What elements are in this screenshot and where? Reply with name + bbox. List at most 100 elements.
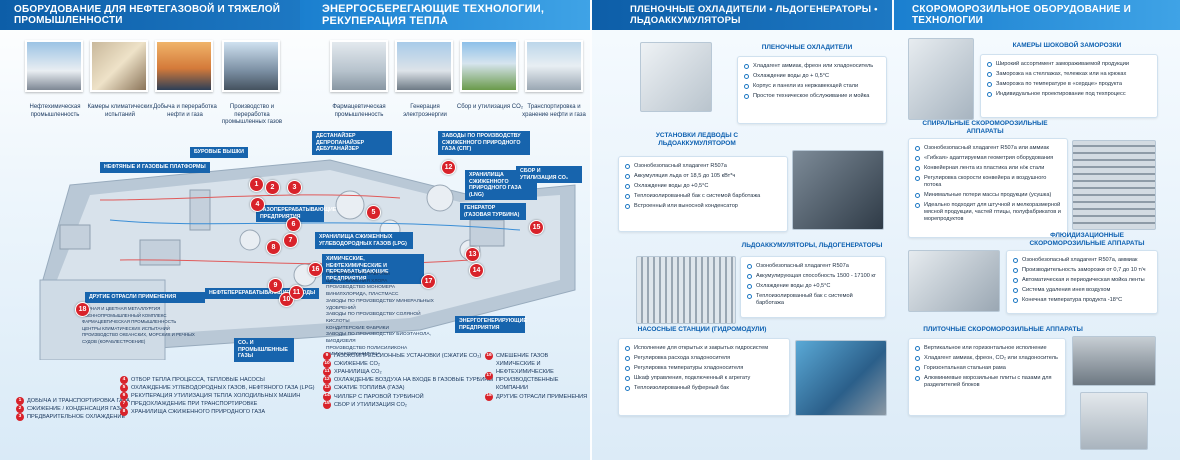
feature-item: Индивидуальное проектирование под техпро…: [987, 91, 1151, 98]
list-item: ВОЕННОПРОМЫШЛЕННЫЙ КОМПЛЕКС: [82, 312, 167, 318]
fluid-image: [908, 250, 1000, 312]
label-energy: ЭНЕРГОГЕНЕРИРУЮЩИЕ ПРЕДПРИЯТИЯ: [455, 316, 527, 334]
feature-item: Озонобезопасный хладагент R507а или амми…: [915, 145, 1061, 152]
section-title-spiral: СПИРАЛЬНЫЕ СКОРОМОРОЗИЛЬНЫЕ АППАРАТЫ: [922, 120, 1048, 136]
caption: Генерация электроэнергии: [403, 104, 447, 118]
marker-4: 4: [250, 197, 265, 212]
left-spread: ОБОРУДОВАНИЕ ДЛЯ НЕФТЕГАЗОВОЙ И ТЯЖЕЛОЙ …: [0, 0, 590, 460]
feature-item: Хладагент аммиак, фреон, CO₂ или хладоно…: [915, 355, 1059, 362]
feature-item: Озонобезопасный хладагент R507а: [625, 163, 781, 170]
section-title-shock: КАМЕРЫ ШОКОВОЙ ЗАМОРОЗКИ: [1012, 42, 1122, 49]
feature-item: Теплоизолированный бак с системой барбот…: [625, 193, 781, 200]
marker-6: 6: [286, 217, 301, 232]
feature-item: Аккумуляция льда от 18,5 до 105 кВт*ч: [625, 173, 781, 180]
fold-divider: [590, 0, 592, 460]
shock-features: Широкий ассортимент замораживаемой проду…: [980, 54, 1158, 118]
label-generator: ГЕНЕРАТОР (ГАЗОВАЯ ТУРБИНА): [460, 203, 526, 221]
section-title-ice-water: УСТАНОВКИ ЛЕДВОДЫ С ЛЬДОАККУМУЛЯТОРОМ: [655, 132, 739, 148]
header-freezing: СКОРОМОРОЗИЛЬНОЕ ОБОРУДОВАНИЕ И ТЕХНОЛОГ…: [894, 0, 1180, 30]
feature-item: Минимальные потери массы продукции (усуш…: [915, 192, 1061, 199]
marker-3: 3: [287, 180, 302, 195]
feature-item: Исполнение для открытых и закрытых гидро…: [625, 345, 783, 352]
plate-features: Вертикальное или горизонтальное исполнен…: [908, 338, 1066, 416]
feature-item: Теплоизолированный бак с системой барбот…: [747, 293, 879, 307]
plate-image-top: [1072, 336, 1156, 386]
feature-item: Заморозка на стеллажах, тележках или на …: [987, 71, 1151, 78]
header-coolers: ПЛЕНОЧНЫЕ ОХЛАДИТЕЛИ • ЛЬДОГЕНЕРАТОРЫ • …: [592, 0, 892, 30]
label-co2: СБОР И УТИЛИЗАЦИЯ CO₂: [516, 166, 582, 184]
feature-item: Широкий ассортимент замораживаемой проду…: [987, 61, 1151, 68]
marker-9: 9: [268, 278, 283, 293]
feature-item: Вертикальное или горизонтальное исполнен…: [915, 345, 1059, 352]
list-item: АММИАКОХРАНИЛИЩА: [326, 352, 381, 358]
feature-item: Конвейерная лента из пластика или н/ж ст…: [915, 165, 1061, 172]
section-title-pump: НАСОСНЫЕ СТАНЦИИ (ГИДРОМОДУЛИ): [637, 326, 767, 333]
marker-14: 14: [469, 263, 484, 278]
marker-7: 7: [283, 233, 298, 248]
caption: Фармацевтическая промышленность: [332, 104, 386, 118]
caption: Камеры климатических испытаний: [87, 104, 153, 118]
film-cooler-image: [640, 42, 712, 112]
list-item: ЗАВОДЫ ПО ПРОИЗВОДСТВУ БИОЭТАНОЛА, БИОДИ…: [326, 332, 431, 345]
label-deaerator: ДЕСТАНАЙЗЕР ДЕПРОПАНАЙЗЕР ДЕБУТАНАЙЗЕР: [312, 131, 392, 155]
list-item: КОНДИТЕРСКИЕ ФАБРИКИ: [326, 325, 389, 331]
feature-item: Озонобезопасный хладагент R507а, аммиак: [1013, 257, 1151, 264]
list-item: ЗАВОДЫ ПО ПРОИЗВОДСТВУ СОЛЯНОЙ КИСЛОТЫ: [326, 312, 421, 324]
thumb-petrochem: [25, 40, 83, 92]
list-item: ПАРФЮМЕРНЫЕ ФАБРИКИ: [326, 272, 390, 277]
thumb-transport: [525, 40, 583, 92]
list-item: ПРОИЗВОДСТВО МОНОМЕРА ВИНИЛХЛОРИДА, ПЛАС…: [326, 285, 399, 298]
feature-item: Горизонтальная стальная рама: [915, 365, 1059, 372]
header-energy: ЭНЕРГОСБЕРЕГАЮЩИЕ ТЕХНОЛОГИИ, РЕКУПЕРАЦИ…: [300, 0, 590, 30]
feature-item: Регулировка расхода хладоносителя: [625, 355, 783, 362]
feature-item: Озонобезопасный хладагент R507а: [747, 263, 879, 270]
shock-chamber-image: [908, 38, 974, 120]
caption: Нефтехимическая промышленность: [29, 104, 81, 118]
film-features: Хладагент аммиак, фреон или хладоносител…: [737, 56, 887, 124]
ice-water-features: Озонобезопасный хладагент R507а Аккумуля…: [618, 156, 788, 232]
feature-item: Регулировка скорости конвейера и воздушн…: [915, 175, 1061, 189]
label-lpg-storage: ХРАНИЛИЩА СЖИЖЕННЫХ УГЛЕВОДОРОДНЫХ ГАЗОВ…: [315, 232, 413, 250]
list-item: ПРОИЗВОДСТВО ОКЕАНСКИХ, МОРСКИХ И РЕЧНЫХ…: [82, 332, 195, 345]
ice-water-image: [792, 150, 884, 230]
right-spread: ПЛЕНОЧНЫЕ ОХЛАДИТЕЛИ • ЛЬДОГЕНЕРАТОРЫ • …: [592, 0, 1180, 460]
feature-item: Конечная температура продукта -18°С: [1013, 297, 1151, 304]
spiral-image: [1072, 140, 1156, 230]
feature-item: Алюминиевые морозильные плиты с пазами д…: [915, 375, 1059, 389]
section-title-film: ПЛЕНОЧНЫЕ ОХЛАДИТЕЛИ: [761, 44, 853, 51]
marker-8: 8: [266, 240, 281, 255]
label-lng-plant: ЗАВОДЫ ПО ПРОИЗВОДСТВУ СЖИЖЕННОГО ПРИРОД…: [438, 131, 530, 155]
pump-features: Исполнение для открытых и закрытых гидро…: [618, 338, 790, 416]
thumb-climate: [90, 40, 148, 92]
thumb-pharma: [330, 40, 388, 92]
header-oil-gas: ОБОРУДОВАНИЕ ДЛЯ НЕФТЕГАЗОВОЙ И ТЯЖЕЛОЙ …: [0, 0, 300, 30]
label-co2-gas: CO₂ И ПРОМЫШЛЕННЫЕ ГАЗЫ: [234, 338, 294, 362]
thumb-oil: [155, 40, 213, 92]
thumb-co2: [460, 40, 518, 92]
feature-item: Аккумулирующая способность 1500 - 17100 …: [747, 273, 879, 280]
list-item: ФАРМАЦЕВТИЧЕСКАЯ ПРОМЫШЛЕННОСТЬ: [82, 319, 177, 325]
feature-item: Охлаждение воды до + 0,5°С: [744, 73, 880, 80]
caption: Производство и переработка промышленных …: [221, 104, 283, 125]
label-drilling: БУРОВЫЕ ВЫШКИ: [190, 147, 248, 158]
feature-item: Хладагент аммиак, фреон или хладоносител…: [744, 63, 880, 70]
label-other: ДРУГИЕ ОТРАСЛИ ПРИМЕНЕНИЯ: [85, 292, 205, 303]
feature-item: Охлаждение воды до +0,5°С: [625, 183, 781, 190]
marker-1: 1: [249, 177, 264, 192]
marker-2: 2: [265, 180, 280, 195]
